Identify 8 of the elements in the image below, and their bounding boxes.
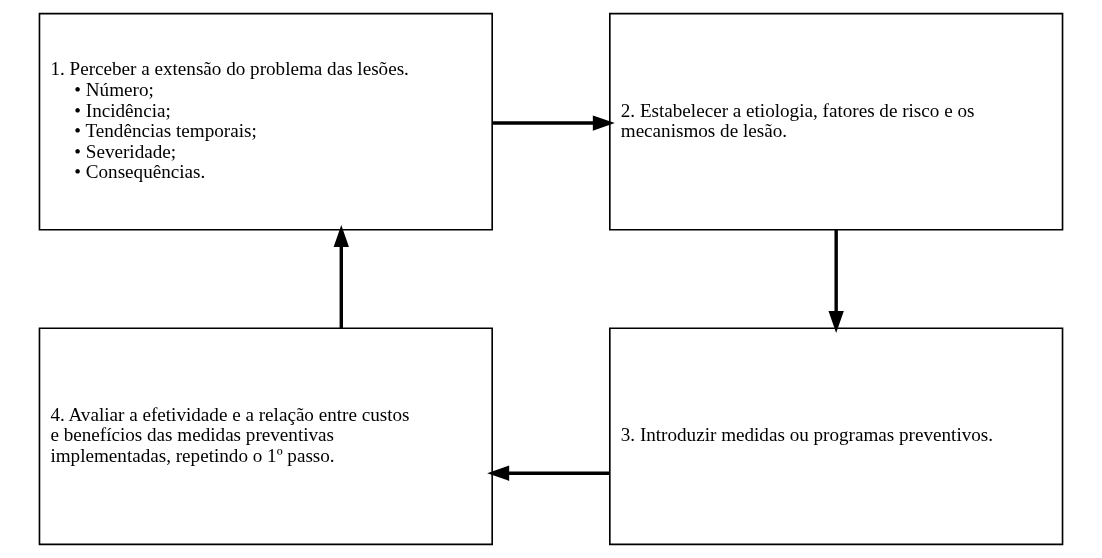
arrow xyxy=(333,225,349,329)
node-box: 2. Estabelecer a etiologia, fatores de risco e os mecanismos de lesão. xyxy=(609,12,1064,231)
node-box: 1. Perceber a extensão do problema das lesões. • Número; • Incidência; • Tendências temporais; • Severidade; • Consequências. xyxy=(38,12,493,231)
arrow xyxy=(828,229,844,333)
arrow xyxy=(492,115,615,131)
node-box: 3. Introduzir medidas ou programas preventivos. xyxy=(609,327,1064,546)
arrow xyxy=(487,465,610,481)
node-box: 4. Avaliar a efetividade e a relação entre custos e benefícios das medidas preventivas implementadas, repetindo o 1º passo. xyxy=(38,327,493,546)
